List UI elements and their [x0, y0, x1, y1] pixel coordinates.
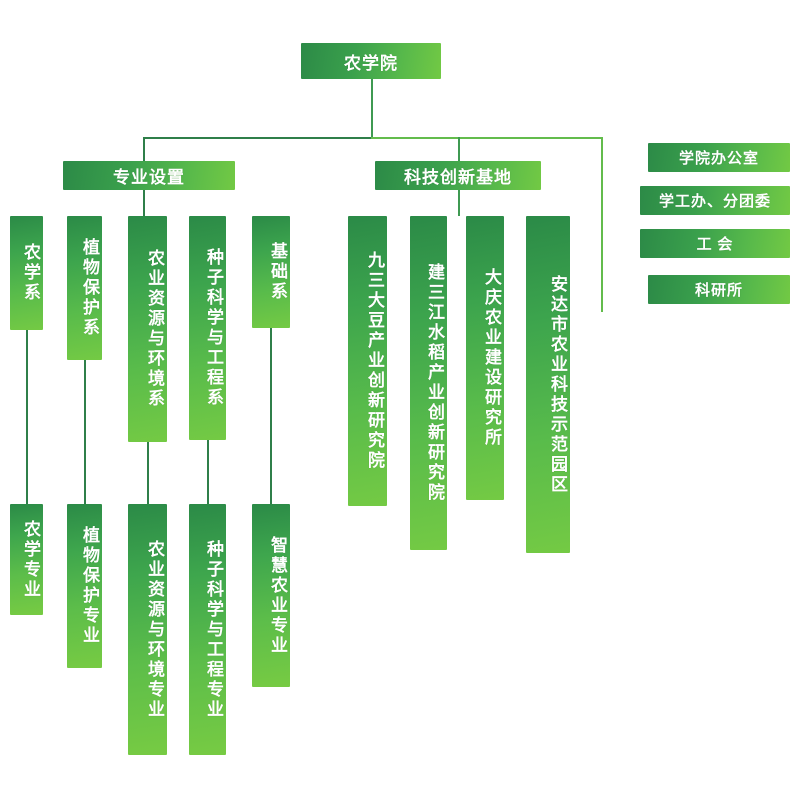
node-major-seed-science-engineering[interactable]: 种子科学与工程专业 — [189, 504, 226, 755]
node-department-basic-sciences[interactable]: 基础系 — [252, 216, 290, 328]
node-admin-student-affairs-youth-league[interactable]: 学工办、分团委 — [640, 186, 790, 215]
node-major-plant-protection[interactable]: 植物保护专业 — [67, 504, 102, 668]
node-base-anda-agri-tech-park[interactable]: 安达市农业科技示范园区 — [526, 216, 570, 553]
connector-root-stem — [371, 79, 373, 138]
node-major-agri-resources-environment[interactable]: 农业资源与环境专业 — [128, 504, 167, 755]
connector-dept-3-to-major-3 — [147, 442, 149, 504]
node-base-jiansanjiang-rice[interactable]: 建三江水稻产业创新研究院 — [410, 216, 447, 550]
node-department-seed-science-engineering[interactable]: 种子科学与工程系 — [189, 216, 226, 440]
connector-to-administration — [601, 137, 603, 312]
node-level2-majors[interactable]: 专业设置 — [63, 161, 235, 190]
node-level2-bases[interactable]: 科技创新基地 — [375, 161, 541, 190]
node-admin-labor-union[interactable]: 工 会 — [640, 229, 790, 258]
connector-majors-stem — [143, 190, 145, 216]
node-department-agronomy[interactable]: 农学系 — [10, 216, 43, 330]
node-base-jiusan-soybean[interactable]: 九三大豆产业创新研究院 — [348, 216, 387, 506]
connector-to-bases-node — [458, 137, 460, 161]
connector-dept-4-to-major-4 — [207, 440, 209, 504]
node-major-agronomy[interactable]: 农学专业 — [10, 504, 43, 615]
connector-bases-stem — [458, 190, 460, 216]
connector-dept-2-to-major-2 — [84, 360, 86, 504]
node-major-smart-agriculture[interactable]: 智慧农业专业 — [252, 504, 290, 687]
node-base-daqing-agri-construction[interactable]: 大庆农业建设研究所 — [466, 216, 504, 500]
connector-to-majors-node — [143, 137, 145, 161]
connector-dept-1-to-major-1 — [26, 330, 28, 504]
node-root-college[interactable]: 农学院 — [301, 43, 441, 79]
node-department-plant-protection[interactable]: 植物保护系 — [67, 216, 102, 360]
node-department-agri-resources-environment[interactable]: 农业资源与环境系 — [128, 216, 167, 442]
node-admin-college-office[interactable]: 学院办公室 — [648, 143, 790, 172]
connector-dept-5-to-major-5 — [270, 328, 272, 504]
connector-bus-left — [143, 137, 373, 139]
node-admin-research-institute[interactable]: 科研所 — [648, 275, 790, 304]
connector-bus-right — [371, 137, 603, 139]
